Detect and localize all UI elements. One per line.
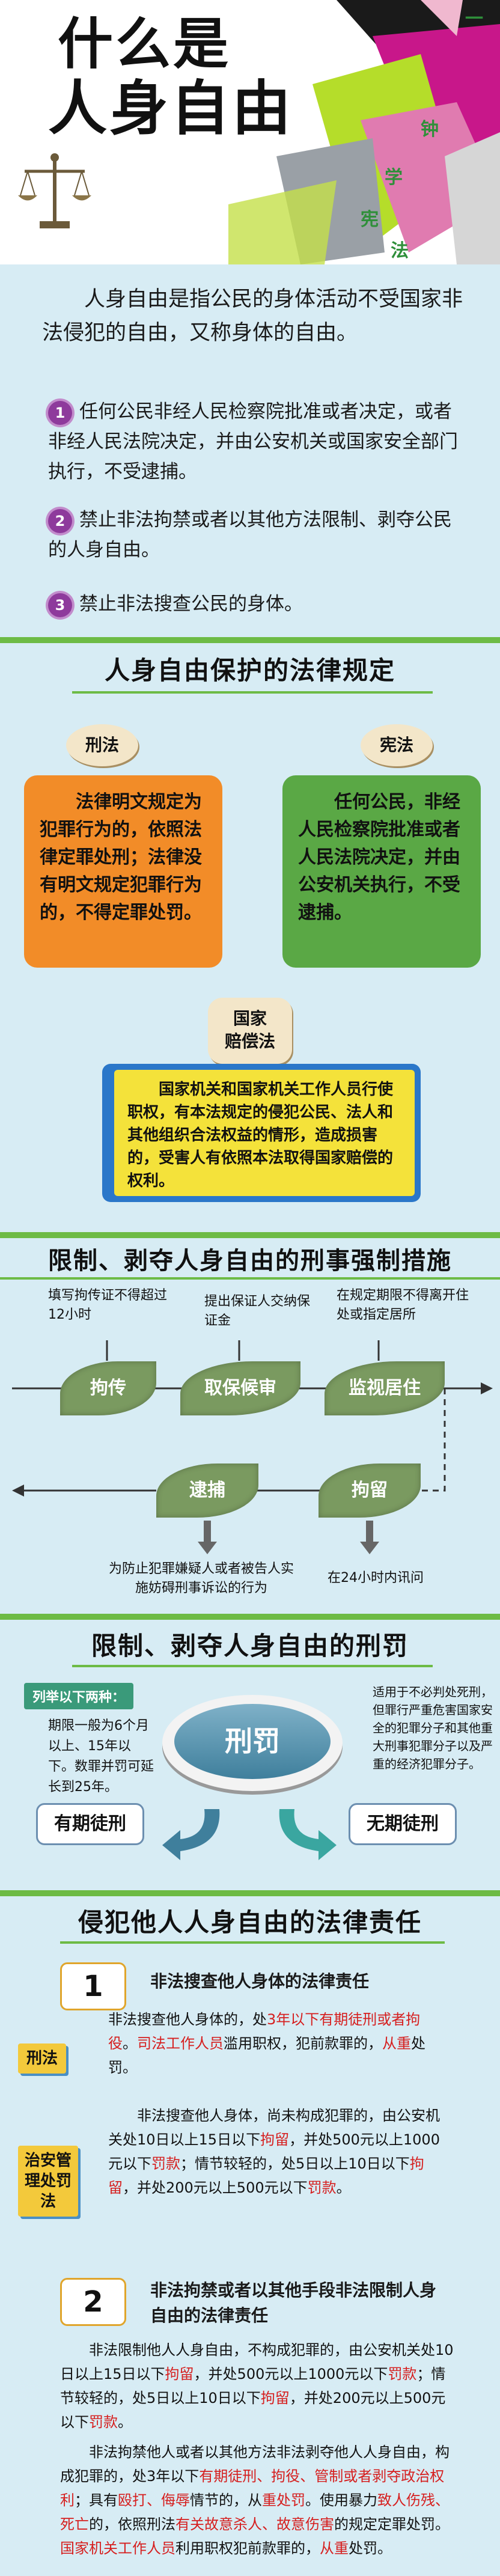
vertical-tag-char-4: 宪 (361, 209, 379, 230)
constitution-box: 任何公民，非经人民检察院批准或者人民法院决定，并由公安机关执行，不受逮捕。 (282, 775, 481, 968)
arrow-down-icon (360, 1521, 379, 1554)
vertical-tag-char-5: 法 (391, 240, 409, 261)
vertical-tag-char-2: 钟 (421, 119, 439, 140)
page-title-line1: 什么是 (58, 12, 231, 76)
note-daibu: 为防止犯罪嫌疑人或者被告人实施妨碍刑事诉讼的行为 (108, 1561, 294, 1596)
divider (0, 1277, 500, 1280)
fixed-term-description: 期限一般为6个月以上、15年以下。数罪并罚可延长到25年。 (48, 1718, 154, 1795)
scales-icon (18, 153, 91, 228)
divider (0, 1232, 500, 1238)
divider (0, 1614, 500, 1620)
fixed-term-pill: 有期徒刑 (36, 1803, 144, 1845)
life-term-pill: 无期徒刑 (349, 1803, 457, 1845)
vertical-tag-char-1: 一 (465, 8, 483, 29)
decorative-shapes (228, 0, 500, 264)
section-title-punishment: 限制、剥夺人身自由的刑罚 (91, 1631, 409, 1661)
liability-paragraph-3: 非法限制他人人身自由，不构成犯罪的，由公安机关处10日以上15日以下拘留，并处5… (60, 2342, 454, 2431)
divider (0, 637, 500, 643)
life-term-description: 适用于不必判处死刑，但罪行严重危害国家安全的犯罪分子和其他重大刑事犯罪分子以及严… (373, 1685, 493, 1771)
page-title-line2: 人身自由 (48, 75, 294, 143)
note-qubao: 提出保证人交纳保证金 (204, 1294, 311, 1328)
number-badge: 2 (48, 508, 72, 533)
divider (72, 1665, 433, 1667)
intro-paragraph: 人身自由是指公民的身体活动不受国家非法侵犯的自由，又称身体的自由。 (42, 287, 463, 345)
arrow-down-icon (198, 1521, 217, 1554)
divider (60, 1941, 445, 1944)
section-title-protection: 人身自由保护的法律规定 (104, 656, 395, 685)
criminal-law-tag: 刑法 (66, 724, 138, 766)
intro-item-3: 3 禁止非法搜查公民的身体。 (48, 589, 469, 619)
liability-paragraph-4: 非法拘禁他人或者以其他方法非法剥夺他人人身自由，构成犯罪的，处3年以下有期徒刑、… (60, 2444, 450, 2557)
label-criminal-law: 刑法 (18, 2043, 66, 2074)
section1-title: 非法搜查他人身体的法律责任 (150, 1971, 370, 1991)
compensation-tag-line2: 赔偿法 (224, 1031, 275, 1051)
number-badge: 1 (48, 400, 72, 425)
constitution-tag: 宪法 (361, 724, 433, 766)
arrow-curve-icon (279, 1809, 337, 1860)
section-title-measures: 限制、剥夺人身自由的刑事强制措施 (48, 1247, 452, 1275)
section-title-liability: 侵犯他人人身自由的法律责任 (78, 1908, 422, 1937)
note-juchuan: 填写拘传证不得超过12小时 (48, 1288, 168, 1322)
punishment-center: 刑罚 (174, 1704, 331, 1779)
section-number-1: 1 (60, 1962, 126, 2010)
intro-item-text: 禁止非法搜查公民的身体。 (79, 593, 303, 615)
compensation-box: 国家机关和国家机关工作人员行使职权，有本法规定的侵犯公民、法人和其他组织合法权益… (114, 1070, 415, 1196)
section2-title: 非法拘禁或者以其他手段非法限制人身自由的法律责任 (150, 2280, 437, 2325)
compensation-tag-line1: 国家 (233, 1009, 267, 1028)
note-jianshi: 在规定期限不得离开住处或指定居所 (337, 1288, 469, 1322)
criminal-law-box: 法律明文规定为犯罪行为的，依照法律定罪处刑；法律没有明文规定犯罪行为的，不得定罪… (24, 775, 222, 968)
divider (72, 691, 433, 694)
note-juliu: 在24小时内讯问 (328, 1570, 424, 1586)
arrow-curve-icon (162, 1809, 220, 1860)
list-label: 列举以下两种： (24, 1683, 134, 1709)
compensation-tag: 国家 赔偿法 (208, 998, 292, 1064)
divider (0, 1890, 500, 1896)
vertical-tag-char-3: 学 (385, 167, 403, 188)
number-badge: 3 (48, 593, 72, 617)
section-number-2: 2 (60, 2278, 126, 2326)
liability-paragraph-1: 非法搜查他人身体的，处3年以下有期徒刑或者拘役。司法工作人员滥用职权，犯前款罪的… (108, 2011, 425, 2076)
label-public-security-law: 治安管理处罚法 (18, 2146, 78, 2217)
intro-item-text: 任何公民非经人民检察院批准或者决定，或者非经人民法院决定，并由公安机关或国家安全… (48, 401, 458, 483)
liability-paragraph-2: 非法搜查他人身体，尚未构成犯罪的，由公安机关处10日以上15日以下拘留，并处50… (108, 2107, 440, 2196)
intro-item-text: 禁止非法拘禁或者以其他方法限制、剥夺公民的人身自由。 (48, 509, 452, 561)
header-banner: 什么是 人身自由 一 钟 学 宪 法 (0, 0, 500, 264)
